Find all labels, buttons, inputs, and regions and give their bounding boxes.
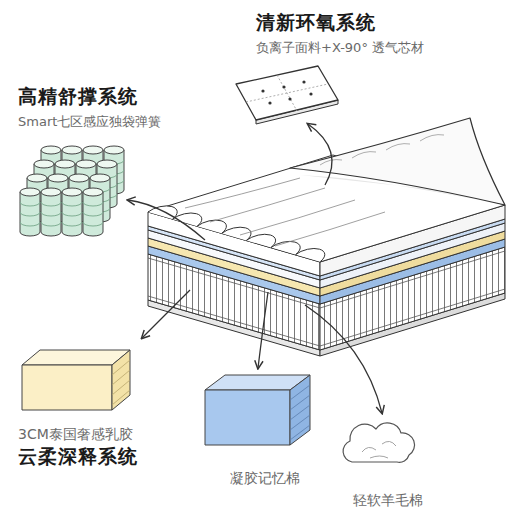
- leader-arrow: [305, 305, 382, 413]
- wool-cloud: [343, 423, 414, 462]
- latex-side: [112, 350, 130, 410]
- pad-tuft: [268, 101, 271, 104]
- spring: [20, 188, 40, 236]
- spring: [41, 188, 61, 236]
- leader-arrow: [128, 200, 205, 240]
- part-callout: 凝胶记忆棉: [205, 468, 325, 488]
- pad-tuft: [302, 80, 305, 83]
- system-name: 高精舒撑系统: [18, 84, 218, 108]
- leader-arrow: [258, 292, 268, 368]
- pad-tuft: [309, 92, 312, 95]
- system-name: 清新环氧系统: [256, 10, 486, 34]
- quilt-seam: [185, 178, 385, 246]
- pad-tuft: [282, 85, 285, 88]
- spring: [83, 188, 103, 236]
- material-name: 3CM泰国奢感乳胶: [18, 424, 198, 444]
- part-callout: 高精舒撑系统 Smart七区感应独袋弹簧: [18, 84, 218, 131]
- gel-hatch: [290, 385, 310, 440]
- pad-seam: [246, 75, 328, 111]
- peeled-cover: [290, 118, 505, 205]
- pocket-springs: [20, 146, 124, 236]
- gel-front: [205, 390, 290, 445]
- part-callout: 清新环氧系统负离子面料+X-90° 透气芯材: [256, 10, 486, 57]
- spring: [62, 188, 82, 236]
- pad-tuft: [288, 97, 291, 100]
- cloud-outline: [343, 423, 414, 462]
- latex-front: [22, 365, 112, 410]
- leader-arrow: [308, 124, 332, 185]
- gel-block: [205, 375, 310, 445]
- latex-top: [22, 350, 130, 365]
- leader-arrows: [128, 124, 382, 413]
- cover-quilting: [320, 135, 444, 165]
- cover-pad: [236, 66, 338, 124]
- material-name: 负离子面料+X-90° 透气芯材: [256, 38, 486, 57]
- leader-arrow: [142, 290, 190, 338]
- material-name: Smart七区感应独袋弹簧: [18, 112, 218, 131]
- material-name: 轻软羊毛棉: [330, 490, 445, 510]
- pad-tuft: [261, 89, 264, 92]
- pad-top: [236, 66, 338, 120]
- part-callout: 轻软羊毛棉: [330, 490, 445, 510]
- material-name: 凝胶记忆棉: [205, 468, 325, 488]
- part-callout: 3CM泰国奢感乳胶云柔深释系统: [18, 424, 198, 468]
- system-name: 云柔深释系统: [18, 444, 198, 468]
- cloud-swirl: [362, 441, 396, 458]
- latex-hatch: [112, 360, 130, 405]
- latex-block: [22, 350, 130, 410]
- gel-side: [290, 375, 310, 445]
